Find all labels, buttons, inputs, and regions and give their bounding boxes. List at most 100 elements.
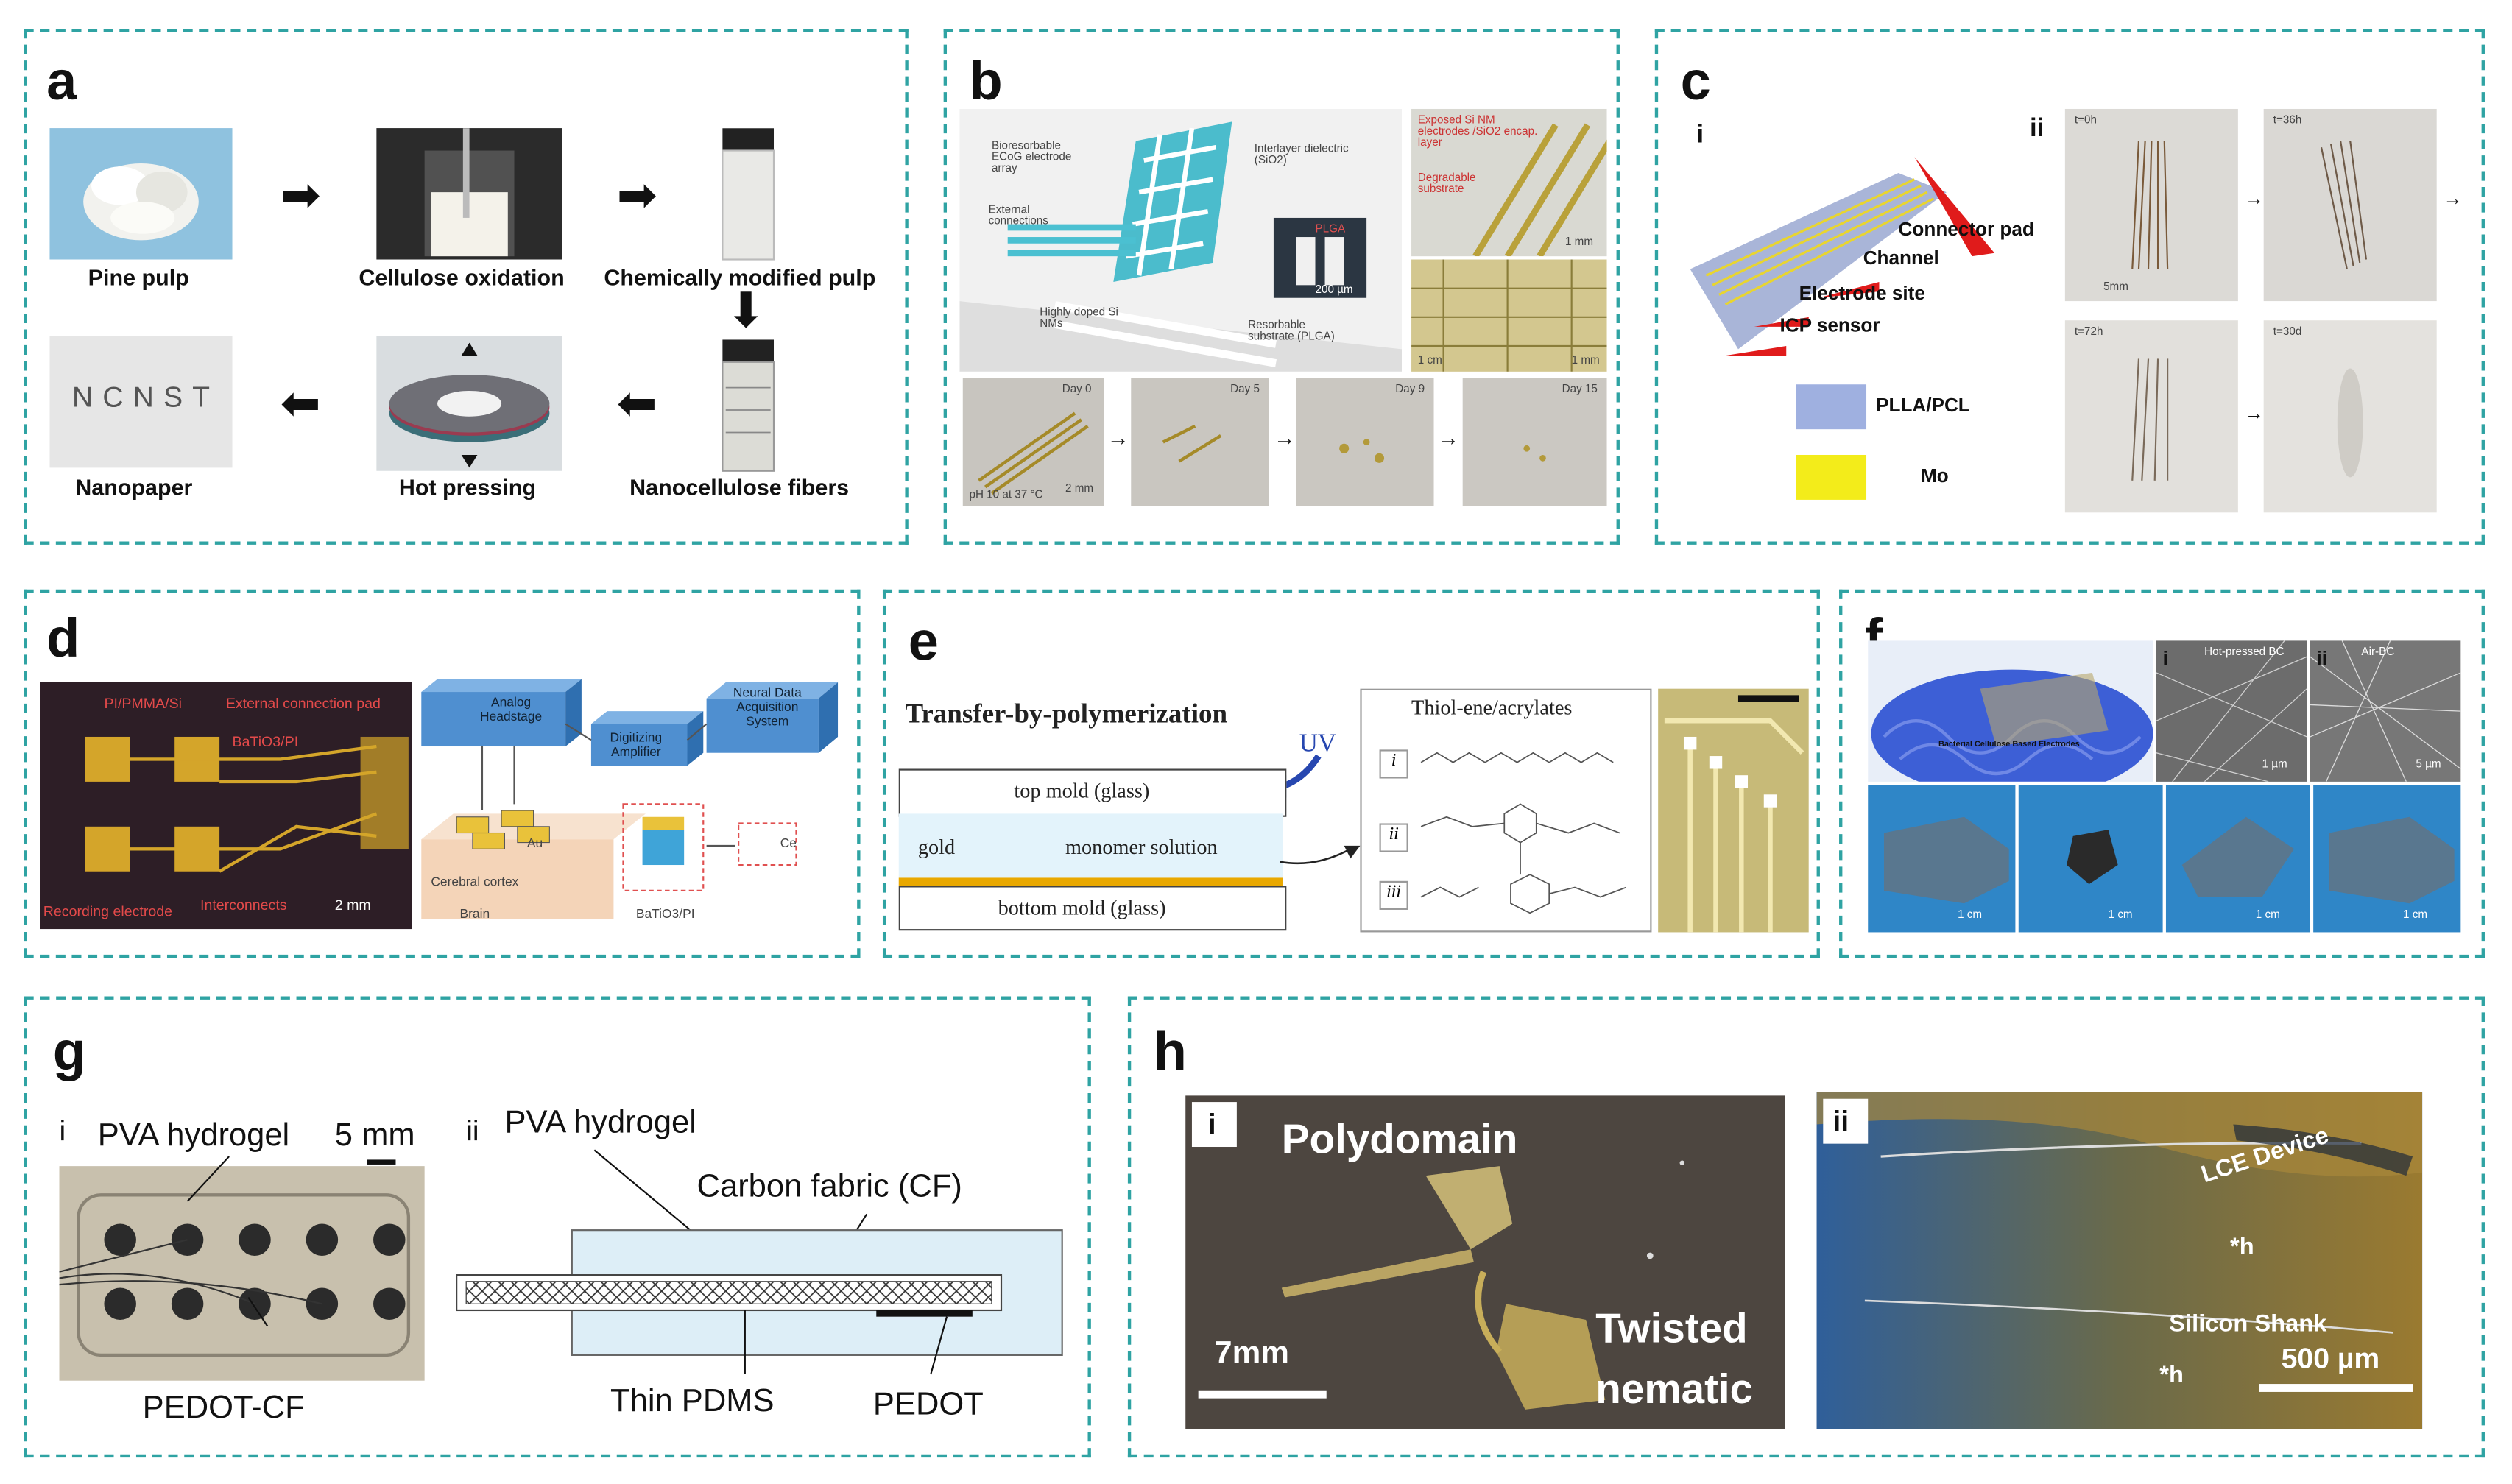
h-ii-scalebar <box>2259 1384 2413 1392</box>
h-i-scale: 7mm <box>1214 1335 1290 1371</box>
c-sub-ii: ii <box>2029 115 2044 143</box>
arrow-down: ⬇ <box>725 285 766 339</box>
d-block-digitizing: Digitizing Amplifier <box>610 730 663 760</box>
top-mold <box>898 768 1287 817</box>
nanopaper-label: Nanopaper <box>75 474 193 500</box>
g-ii-schematic <box>456 1149 1063 1375</box>
day0-scale: 2 mm <box>1065 484 1094 495</box>
f-sub-i: i <box>2162 647 2168 670</box>
d-label-batio: BaTiO3/PI <box>232 733 299 750</box>
d-label-recording: Recording electrode <box>43 903 173 920</box>
b-label-nms: Highly doped Si NMs <box>1040 307 1118 331</box>
f-sem-i: i Hot-pressed BC 1 µm <box>2156 640 2307 782</box>
monomer-label: monomer solution <box>1065 834 1218 859</box>
chem-box <box>1360 688 1652 933</box>
g-i-scale: 5 mm <box>334 1117 415 1153</box>
arrow-right-1: ➡ <box>280 169 321 223</box>
legend-plla-swatch <box>1796 384 1867 430</box>
f-scale-1: 1 cm <box>1958 909 1983 922</box>
h-i-films <box>1281 1160 1685 1410</box>
b-label-substrate: Resorbable substrate (PLGA) <box>1248 320 1335 343</box>
f-brain-caption: Bacterial Cellulose Based Electrodes <box>1938 740 2080 750</box>
f-scale-2: 1 cm <box>2108 909 2133 922</box>
c-t30d-device <box>2337 368 2363 478</box>
panel-f: f Bacterial Cellulose Based Electrodes i… <box>1839 589 2485 958</box>
f-photo-2: 1 cm <box>2018 785 2163 933</box>
cellulose-oxidation-label: Cellulose oxidation <box>359 264 565 290</box>
day9-photo: Day 9 <box>1296 378 1434 506</box>
arrow-left-1: ⬅ <box>616 378 657 431</box>
day0-label: Day 0 <box>1062 384 1092 396</box>
day5-device <box>1162 424 1222 463</box>
f-photo-4: 1 cm <box>2313 785 2461 933</box>
f-photo-2-device <box>2067 830 2118 885</box>
f-sem-ii-label: Air-BC <box>2361 647 2395 659</box>
b-arrow-2: → <box>1273 424 1296 451</box>
h-ii-shank: Silicon Shank <box>2169 1310 2327 1338</box>
panel-c-label: c <box>1680 51 1711 113</box>
d-system-diagram <box>421 679 839 920</box>
grid-lines <box>1411 259 1607 372</box>
panel-b: b Bioresorbable ECoG electrode array Int… <box>943 29 1620 545</box>
day0-photo: Day 0 pH 10 at 37 °C 2 mm <box>962 378 1104 506</box>
c-t72-label: t=72h <box>2074 326 2103 339</box>
g-ii-hydrogel: PVA hydrogel <box>504 1105 696 1141</box>
arrow-left-2: ⬅ <box>280 378 321 431</box>
b-label-degradable: Degradable substrate <box>1417 173 1476 196</box>
roman-ii: ii <box>1379 823 1408 852</box>
h-ii-tissue <box>1816 1092 2423 1429</box>
c-photo-t36: t=36h <box>2263 108 2437 302</box>
f-sem-ii-fibers <box>2310 640 2461 782</box>
h-ii-h2: *h <box>2159 1361 2184 1389</box>
h-ii-scale: 500 µm <box>2281 1342 2380 1375</box>
d-block-analog: Analog Headstage <box>480 695 543 724</box>
h-i-scalebar <box>1198 1390 1327 1399</box>
day9-device <box>1339 439 1385 463</box>
d-label-ce: Ce <box>780 835 797 851</box>
c-connector-pad: Connector pad <box>1898 217 2034 241</box>
gold-layer <box>898 877 1283 886</box>
legend-mo-label: Mo <box>1921 464 1949 487</box>
c-scale-label: 5mm <box>2103 281 2128 294</box>
e-gold-traces <box>1664 695 1804 933</box>
b-label-array: Bioresorbable ECoG electrode array <box>991 141 1072 175</box>
g-ii-num: ii <box>466 1114 479 1148</box>
top-mold-label: top mold (glass) <box>1014 778 1150 803</box>
nanocellulose-photo <box>716 339 780 474</box>
electrode-micrograph: Exposed Si NM electrodes /SiO2 encap. la… <box>1411 108 1607 257</box>
day9-label: Day 9 <box>1395 384 1425 396</box>
chem-structures <box>1420 752 1626 914</box>
b-label-plga: PLGA <box>1315 224 1346 236</box>
modified-pulp-photo <box>716 128 780 263</box>
c-t0-label: t=0h <box>2074 115 2098 127</box>
gold-label: gold <box>917 834 956 859</box>
c-t72-device <box>2131 358 2169 481</box>
f-photo-1-device <box>1883 816 2009 904</box>
roman-i: i <box>1379 749 1408 779</box>
e-device-photo <box>1658 688 1809 933</box>
arrow-right-2: ➡ <box>616 169 657 223</box>
f-brain-render: Bacterial Cellulose Based Electrodes <box>1868 640 2153 782</box>
g-i-leaders <box>186 1156 269 1327</box>
panel-d: d PI/PMMA/Si External connection pad BaT… <box>24 589 861 958</box>
d-block-acquisition: Neural Data Acquisition System <box>733 685 802 729</box>
bottom-mold-label: bottom mold (glass) <box>998 895 1166 920</box>
panel-g-label: g <box>52 1022 87 1083</box>
hot-pressing-photo <box>376 336 562 471</box>
panel-h: h i Polydomain Twisted nematic 7mm ii LC… <box>1127 996 2485 1458</box>
modified-pulp-label: Chemically modified pulp <box>604 264 876 290</box>
g-i-num: i <box>59 1114 66 1148</box>
h-ii-photo: ii LCE Device *h Silicon Shank *h 500 µm <box>1816 1092 2423 1429</box>
day5-photo: Day 5 <box>1131 378 1269 506</box>
e-curved-arrow <box>1280 845 1361 865</box>
b-label-exposed: Exposed Si NM electrodes /SiO2 encap. la… <box>1417 115 1538 149</box>
b-label-1mm: 1 mm <box>1564 237 1594 249</box>
monomer-layer <box>898 813 1283 878</box>
f-sem-ii-scale: 5 µm <box>2416 759 2441 771</box>
d-label-pi: PI/PMMA/Si <box>104 695 183 712</box>
h-ii-h1: *h <box>2229 1233 2254 1261</box>
vial-2 <box>722 339 775 472</box>
day0-device <box>978 411 1089 495</box>
e-title: Transfer-by-polymerization <box>905 698 1228 729</box>
f-photo-3-device <box>2181 816 2295 897</box>
